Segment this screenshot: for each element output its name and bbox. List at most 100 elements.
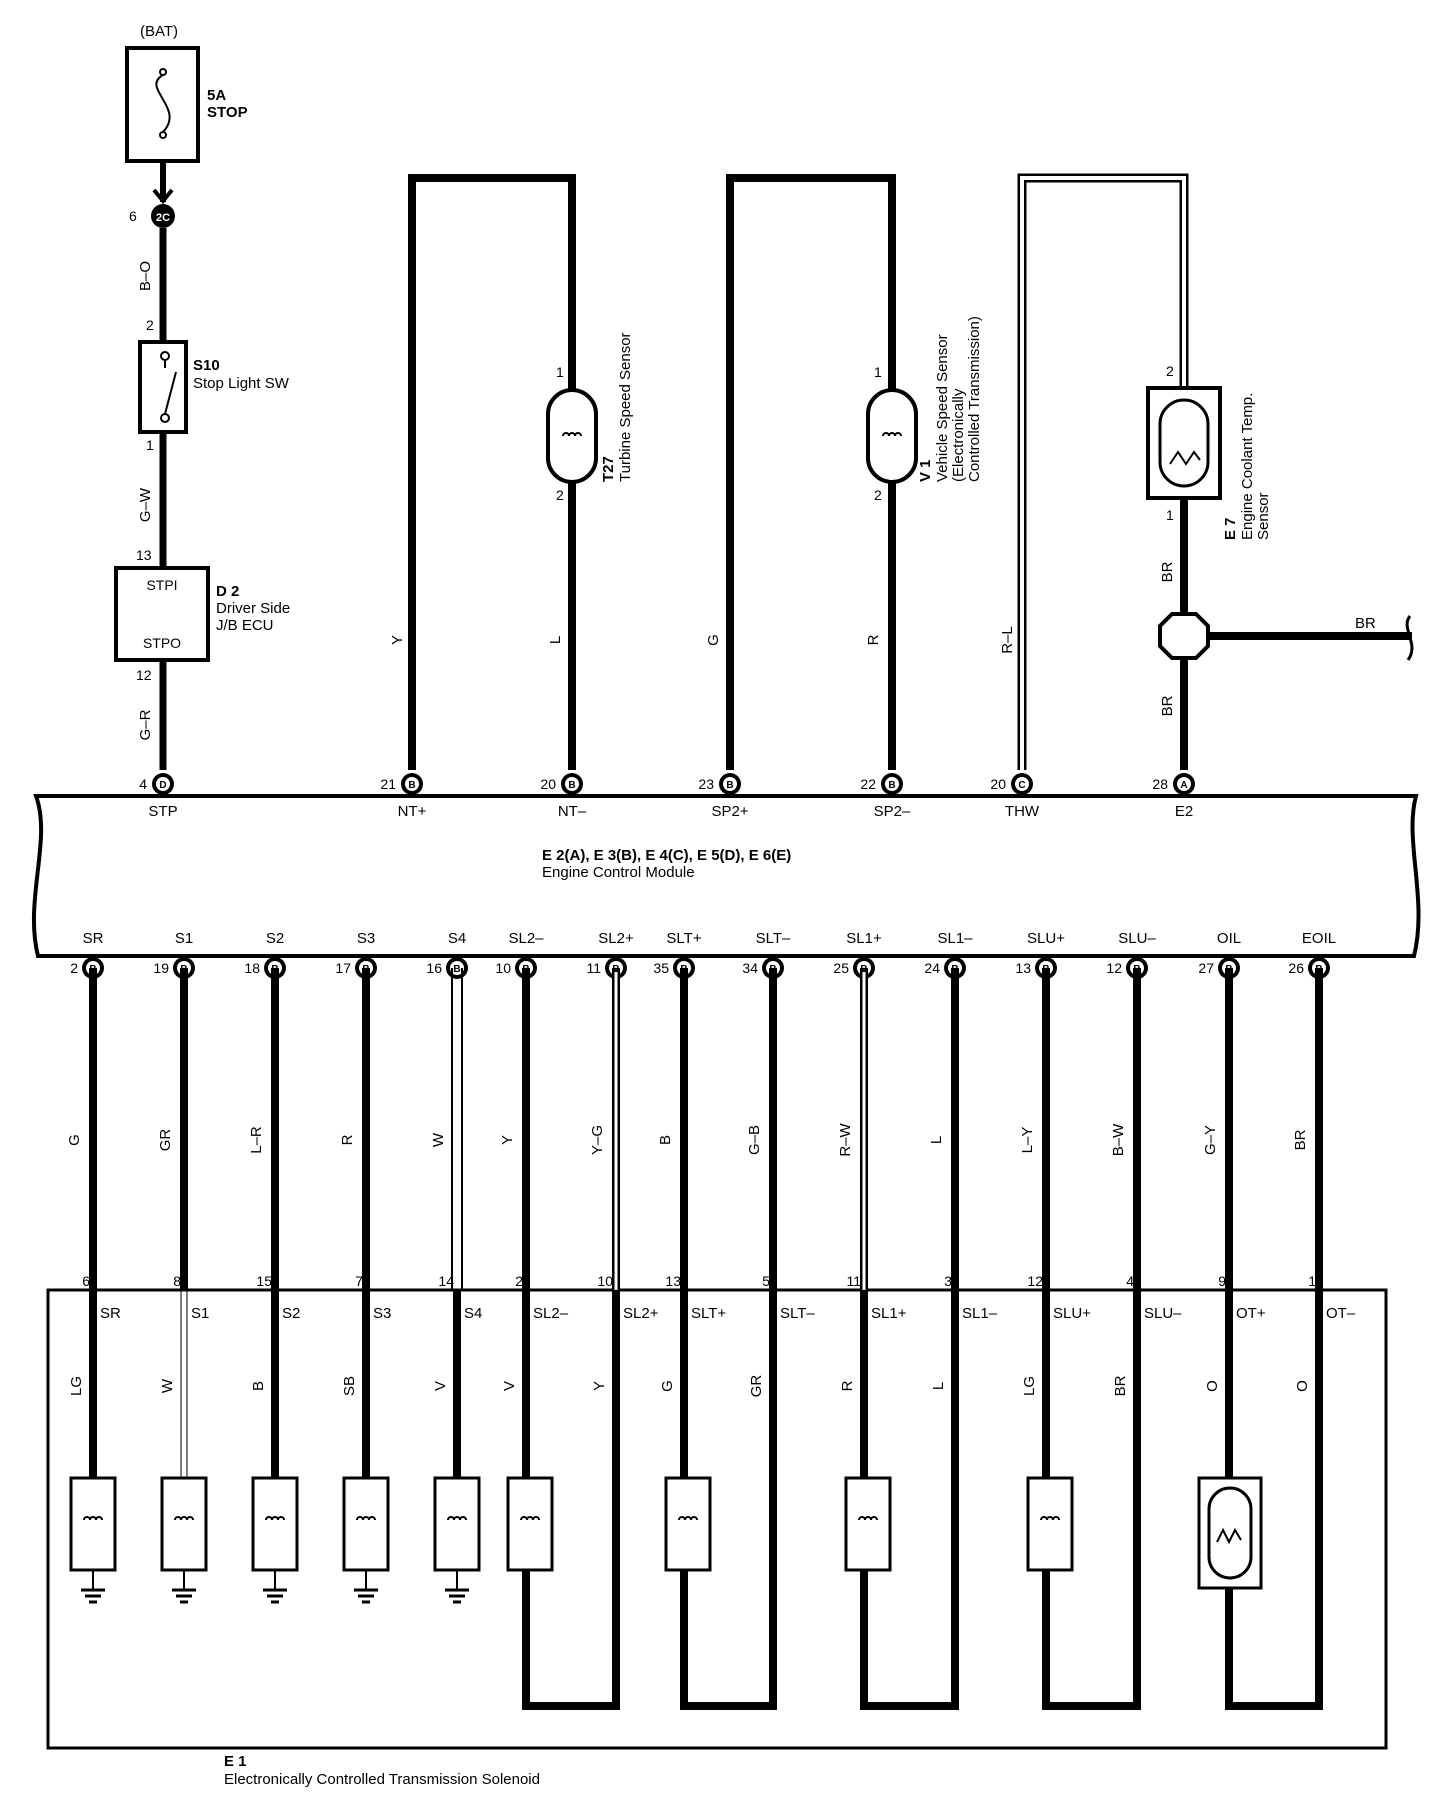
ecm-bottom-pin-11: 13 <box>1015 960 1031 976</box>
ecm-wire-label-14: BR <box>1292 1129 1309 1150</box>
ecm-top-term-2-conn: B <box>568 780 575 791</box>
solenoid-coil-3 <box>342 1476 390 1572</box>
ecm-bottom-pin-10: 24 <box>924 960 940 976</box>
vss-id: V 1 <box>917 459 934 482</box>
sol-term-9: SL1+ <box>871 1305 907 1322</box>
ecm-bottom-pin-4: 16 <box>426 960 442 976</box>
solenoid-coil-pair-3 <box>1026 1476 1074 1572</box>
ecm-bottom-name-7: SLT+ <box>666 930 701 947</box>
solenoid-coil-0 <box>69 1476 117 1572</box>
switch-name: Stop Light SW <box>193 375 290 392</box>
vss-name-2: (Electronically <box>950 388 967 482</box>
coolant-pin2: 1 <box>1166 507 1174 523</box>
sol-pin-9: 11 <box>846 1273 861 1289</box>
ecm-bottom-name-0: SR <box>83 930 104 947</box>
vss-name-1: Vehicle Speed Sensor <box>934 334 951 482</box>
sol-wire-label-3: SB <box>341 1376 358 1396</box>
sol-wire-label-1: W <box>159 1378 176 1393</box>
ecm-bottom-pin-1: 19 <box>153 960 169 976</box>
ecm-bottom-pin-7: 35 <box>653 960 669 976</box>
ecm-top-pin-0: 4 <box>139 776 147 792</box>
connector-2c-pin: 6 <box>129 208 137 224</box>
solenoid-coil-pair-2-icon <box>858 1516 878 1521</box>
ecm-top-term-5-conn: C <box>1018 780 1025 791</box>
ecm-bottom-name-9: SL1+ <box>846 930 882 947</box>
wire-sp2-plus-label: G <box>705 634 722 646</box>
solenoid-id: E 1 <box>224 1753 247 1770</box>
solenoid-coil-pair-0 <box>506 1476 554 1572</box>
sol-term-11: SLU+ <box>1053 1305 1091 1322</box>
sol-wire-label-8: GR <box>748 1375 765 1398</box>
sol-pin-0: 6 <box>82 1273 90 1289</box>
sol-pin-10: 3 <box>944 1273 952 1289</box>
ecm-top-terminals: D4STPB21NT+B20NT–B23SP2+B22SP2–C20THWA28… <box>139 773 1195 820</box>
sol-wire-label-6: Y <box>591 1381 608 1391</box>
ecm-bottom-name-8: SLT– <box>756 930 791 947</box>
ecm-top-pin-6: 28 <box>1152 776 1168 792</box>
turbine-id: T27 <box>600 456 617 482</box>
ecm-bottom-name-4: S4 <box>448 930 466 947</box>
wire-thw-label: R–L <box>999 626 1016 654</box>
ecm-top-pin-1: 21 <box>380 776 396 792</box>
sol-term-10: SL1– <box>962 1305 998 1322</box>
thermistor-icon <box>1169 450 1201 466</box>
fuse-rating: 5A <box>207 87 226 104</box>
solenoid-coil-pair-3-icon <box>1040 1516 1060 1521</box>
sol-term-6: SL2+ <box>623 1305 659 1322</box>
wire-b-o-label: B–O <box>137 261 154 291</box>
oil-temp-thermistor-icon <box>1216 1527 1242 1545</box>
ecm-wire-label-13: G–Y <box>1202 1125 1219 1155</box>
sol-wire-label-10: L <box>930 1382 947 1390</box>
jb-pin-in: 13 <box>136 547 152 563</box>
solenoid-coil-0-icon <box>83 1516 103 1521</box>
sol-pin-8: 5 <box>762 1273 770 1289</box>
wire-continues-icon <box>1405 615 1414 661</box>
ecm-title: E 2(A), E 3(B), E 4(C), E 5(D), E 6(E) <box>542 847 791 864</box>
ecm-wire-label-2: L–R <box>248 1126 265 1154</box>
ecm-name: Engine Control Module <box>542 864 695 881</box>
wire-sp2-minus-label: R <box>865 634 882 645</box>
solenoid-coil-pair-2 <box>844 1476 892 1572</box>
ecm-top-name-1: NT+ <box>398 803 427 820</box>
ecm-wire-label-4: W <box>430 1132 447 1147</box>
ecm-top-pin-3: 23 <box>698 776 714 792</box>
wire-nt-plus-label: Y <box>389 635 406 645</box>
coolant-id: E 7 <box>1222 517 1239 540</box>
switch-pin-top: 2 <box>146 317 154 333</box>
connector-arrow-icon <box>152 188 174 205</box>
sol-pin-11: 12 <box>1027 1273 1043 1289</box>
turbine-pin2: 2 <box>556 487 564 503</box>
splice-point-icon <box>1158 612 1210 660</box>
ecm-top-term-4-conn: B <box>888 780 895 791</box>
solenoid-coil-1 <box>160 1476 208 1572</box>
sol-pin-13: 9 <box>1218 1273 1226 1289</box>
solenoid-coil-pair-1 <box>664 1476 712 1572</box>
ecm-bottom-name-1: S1 <box>175 930 193 947</box>
solenoid-coil-3-icon <box>356 1516 376 1521</box>
ecm-bottom-pin-14: 26 <box>1288 960 1304 976</box>
sol-term-14: OT– <box>1326 1305 1356 1322</box>
coolant-name-2: Sensor <box>1255 492 1272 540</box>
jb-name-2: J/B ECU <box>216 617 274 634</box>
sol-pin-3: 7 <box>355 1273 363 1289</box>
fuse-element-icon <box>155 74 171 133</box>
ecm-bottom-name-5: SL2– <box>508 930 544 947</box>
ecm-top-name-3: SP2+ <box>711 803 748 820</box>
wire-g-r-label: G–R <box>137 709 154 740</box>
sol-wire-label-2: B <box>250 1381 267 1391</box>
wire-e2-upper-label: BR <box>1159 561 1176 582</box>
ecm-wire-label-6: Y–G <box>589 1125 606 1155</box>
ecm-bottom-name-3: S3 <box>357 930 375 947</box>
wire-branch-label: BR <box>1355 615 1376 632</box>
wire-g-w-label: G–W <box>137 487 154 522</box>
jb-term-in: STPI <box>146 577 177 593</box>
ecm-bottom-pin-0: 2 <box>70 960 78 976</box>
ecm-top-name-5: THW <box>1005 803 1040 820</box>
solenoid-coil-4-icon <box>447 1516 467 1521</box>
ecm-wire-label-3: R <box>339 1134 356 1145</box>
solenoid-box <box>46 1288 1388 1750</box>
sol-wire-label-7: G <box>659 1380 676 1392</box>
sol-pin-12: 4 <box>1126 1273 1134 1289</box>
ecm-top-term-1-conn: B <box>408 780 415 791</box>
